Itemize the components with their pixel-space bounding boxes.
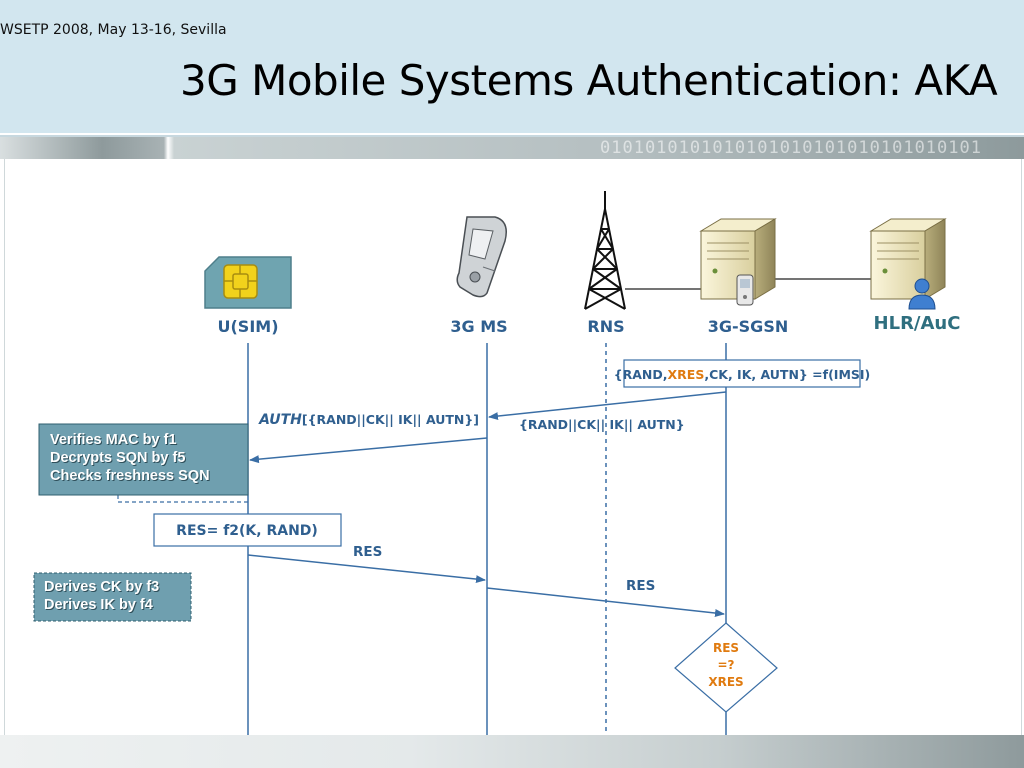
- arrow-usim-to-ms: [247, 554, 486, 584]
- auth-vector-box: {RAND,XRES,CK, IK, AUTN} =f(IMSI): [614, 359, 871, 388]
- aka-diagram: U(SIM) 3G MS RNS 3G-SGSN HLR/AuC {RAND,X…: [4, 159, 1022, 735]
- slide-title: 3G Mobile Systems Authentication: AKA: [180, 56, 998, 105]
- server-user-icon: [869, 218, 947, 310]
- sim-card-icon: [204, 256, 292, 309]
- decision-xres: XRES: [708, 675, 743, 689]
- auth-message: AUTH[{RAND||CK|| IK|| AUTN}]: [258, 412, 479, 428]
- auth-func-label: AUTH: [258, 412, 302, 428]
- radio-tower-icon: [584, 191, 626, 310]
- mobile-phone-icon: [456, 216, 507, 298]
- derive-box-text: Derives CK by f3 Derives IK by f4: [44, 578, 159, 614]
- binary-pattern: 0101010101010101010101010101010101: [600, 138, 982, 158]
- auth-args-label: [{RAND||CK|| IK|| AUTN}]: [302, 412, 479, 427]
- arrow-sgsn-to-ms: [488, 391, 727, 421]
- res-label-sgsn: RES: [626, 578, 655, 594]
- decision-res: RES: [713, 641, 739, 655]
- verify-line-1: Verifies MAC by f1: [50, 432, 177, 448]
- entity-label-rns: RNS: [587, 317, 624, 336]
- entity-label-usim: U(SIM): [217, 317, 278, 336]
- bottom-band: [0, 735, 1024, 768]
- arrow-ms-to-sgsn: [486, 587, 725, 617]
- res-comparison-diamond: RES =? XRES: [674, 622, 778, 713]
- header-divider-shadow: [0, 135, 1024, 137]
- verify-line-2: Decrypts SQN by f5: [50, 450, 186, 466]
- entity-label-sgsn: 3G-SGSN: [708, 317, 788, 336]
- decorative-band: [0, 137, 1024, 159]
- auth-vector-xres: XRES: [668, 367, 705, 382]
- entity-label-ms: 3G MS: [450, 317, 507, 336]
- auth-vector-suffix: ,CK, IK, AUTN} =f(IMSI): [704, 367, 870, 382]
- derive-line-2: Derives IK by f4: [44, 597, 153, 613]
- entity-label-hlr: HLR/AuC: [874, 313, 961, 334]
- derive-box: [33, 572, 192, 622]
- rns-forward-label: {RAND||CK|| IK|| AUTN}: [519, 417, 685, 432]
- verify-connector: [117, 489, 248, 503]
- footer-text: WSETP 2008, May 13-16, Sevilla: [0, 22, 227, 38]
- res-calc-label: RES= f2(K, RAND): [176, 523, 318, 539]
- res-label-ms: RES: [353, 544, 382, 560]
- svg-text:{RAND,XRES,CK, IK, AUTN} =f(IM: {RAND,XRES,CK, IK, AUTN} =f(IMSI): [614, 367, 871, 382]
- decision-eq: =?: [717, 658, 734, 672]
- derive-line-1: Derives CK by f3: [44, 579, 160, 595]
- verify-line-3: Checks freshness SQN: [50, 468, 210, 484]
- verify-box: [38, 423, 249, 496]
- res-calc-box: RES= f2(K, RAND): [153, 513, 342, 547]
- server-icon: [699, 218, 777, 306]
- slide-header: WSETP 2008, May 13-16, Sevilla 3G Mobile…: [0, 0, 1024, 133]
- arrow-ms-to-usim: [249, 437, 488, 464]
- verify-box-text: Verifies MAC by f1 Decrypts SQN by f5 Ch…: [50, 431, 210, 485]
- auth-vector-prefix: {RAND,: [614, 367, 668, 382]
- header-divider: [0, 133, 1024, 135]
